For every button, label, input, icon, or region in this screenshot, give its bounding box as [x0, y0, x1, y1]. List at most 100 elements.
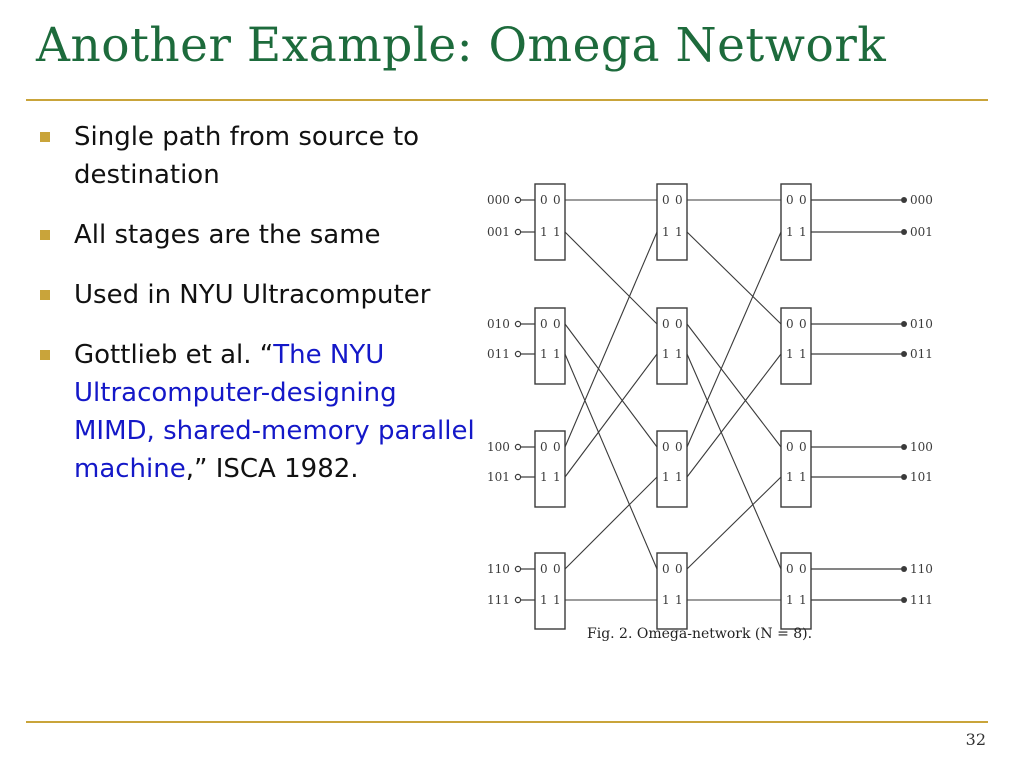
switch-box: [780, 307, 812, 385]
switch-box: [780, 552, 812, 630]
switch-port-label: 1: [662, 593, 670, 607]
input-port-dot: [514, 350, 522, 358]
switch-port-label: 1: [540, 347, 548, 361]
shuffle-wire: [686, 353, 782, 478]
switch-port-label: 0: [675, 440, 683, 454]
input-port-dot: [514, 565, 522, 573]
input-port-dot: [514, 443, 522, 451]
shuffle-wire: [564, 476, 658, 570]
switch-port-label: 1: [786, 347, 794, 361]
output-label: 100: [910, 440, 933, 454]
citation-suffix: ,” ISCA 1982.: [185, 454, 359, 484]
switch-port-label: 1: [675, 347, 683, 361]
paper-title-link[interactable]: The NYU Ultracomputer-designing MIMD, sh…: [74, 340, 475, 484]
footer-rule: [26, 721, 988, 723]
switch-port-label: 1: [553, 347, 561, 361]
switch-port-label: 1: [799, 225, 807, 239]
switch-port-label: 0: [675, 562, 683, 576]
switch-box: [656, 430, 688, 508]
switch-box: [656, 307, 688, 385]
shuffle-wire: [686, 323, 782, 448]
page-number: 32: [965, 730, 986, 749]
input-port-dot: [514, 228, 522, 236]
switch-port-label: 1: [553, 225, 561, 239]
switch-port-label: 1: [799, 347, 807, 361]
output-port-dot: [901, 321, 907, 327]
bullet-item: Gottlieb et al. “The NYU Ultracomputer-d…: [40, 336, 480, 488]
switch-box: [534, 307, 566, 385]
output-port-dot: [901, 197, 907, 203]
switch-port-label: 0: [553, 317, 561, 331]
switch-port-label: 1: [675, 225, 683, 239]
switch-port-label: 0: [662, 440, 670, 454]
switch-port-label: 1: [540, 470, 548, 484]
switch-port-label: 0: [675, 317, 683, 331]
bullet-marker: [40, 132, 50, 142]
switch-box: [534, 430, 566, 508]
switch-port-label: 0: [540, 440, 548, 454]
switch-box: [656, 552, 688, 630]
input-label: 111: [487, 593, 510, 607]
switch-box: [780, 183, 812, 261]
input-label: 001: [487, 225, 510, 239]
shuffle-wire: [686, 231, 782, 325]
output-label: 001: [910, 225, 933, 239]
switch-port-label: 1: [662, 470, 670, 484]
switch-port-label: 1: [662, 225, 670, 239]
switch-port-label: 0: [662, 317, 670, 331]
shuffle-wire: [564, 323, 658, 448]
switch-port-label: 1: [786, 593, 794, 607]
output-label: 011: [910, 347, 933, 361]
shuffle-wire: [564, 353, 658, 478]
switch-port-label: 1: [540, 225, 548, 239]
input-label: 101: [487, 470, 510, 484]
switch-port-label: 0: [799, 193, 807, 207]
switch-port-label: 0: [786, 440, 794, 454]
title-underline: [26, 99, 988, 101]
switch-port-label: 0: [799, 562, 807, 576]
omega-network-diagram: 0000010100111001011101110000010100111001…: [487, 183, 933, 642]
shuffle-wire: [686, 353, 782, 570]
output-port-dot: [901, 351, 907, 357]
switch-port-label: 0: [662, 193, 670, 207]
switch-box: [656, 183, 688, 261]
switch-port-label: 1: [786, 225, 794, 239]
shuffle-wire: [564, 231, 658, 325]
input-port-dot: [514, 196, 522, 204]
output-port-dot: [901, 444, 907, 450]
input-label: 110: [487, 562, 510, 576]
switch-port-label: 0: [799, 440, 807, 454]
output-port-dot: [901, 566, 907, 572]
switch-port-label: 0: [540, 193, 548, 207]
switch-port-label: 1: [553, 593, 561, 607]
output-label: 111: [910, 593, 933, 607]
slide-title: Another Example: Omega Network: [36, 18, 887, 73]
citation-prefix: Gottlieb et al. “: [74, 340, 274, 370]
switch-port-label: 0: [540, 317, 548, 331]
switch-port-label: 1: [540, 593, 548, 607]
switch-port-label: 0: [675, 193, 683, 207]
bullet-marker: [40, 350, 50, 360]
switch-port-label: 1: [675, 470, 683, 484]
output-label: 000: [910, 193, 933, 207]
input-label: 011: [487, 347, 510, 361]
switch-port-label: 0: [540, 562, 548, 576]
switch-port-label: 0: [786, 193, 794, 207]
switch-port-label: 1: [675, 593, 683, 607]
switch-box: [780, 430, 812, 508]
switch-port-label: 1: [799, 470, 807, 484]
output-port-dot: [901, 474, 907, 480]
bullet-text: All stages are the same: [74, 220, 381, 250]
input-label: 010: [487, 317, 510, 331]
input-label: 000: [487, 193, 510, 207]
switch-port-label: 1: [662, 347, 670, 361]
switch-port-label: 0: [662, 562, 670, 576]
shuffle-wire: [686, 476, 782, 570]
bullet-text: Single path from source to destination: [74, 122, 420, 190]
output-label: 101: [910, 470, 933, 484]
switch-port-label: 0: [553, 562, 561, 576]
bullet-text: Used in NYU Ultracomputer: [74, 280, 431, 310]
switch-port-label: 0: [786, 317, 794, 331]
shuffle-wire: [564, 353, 658, 570]
